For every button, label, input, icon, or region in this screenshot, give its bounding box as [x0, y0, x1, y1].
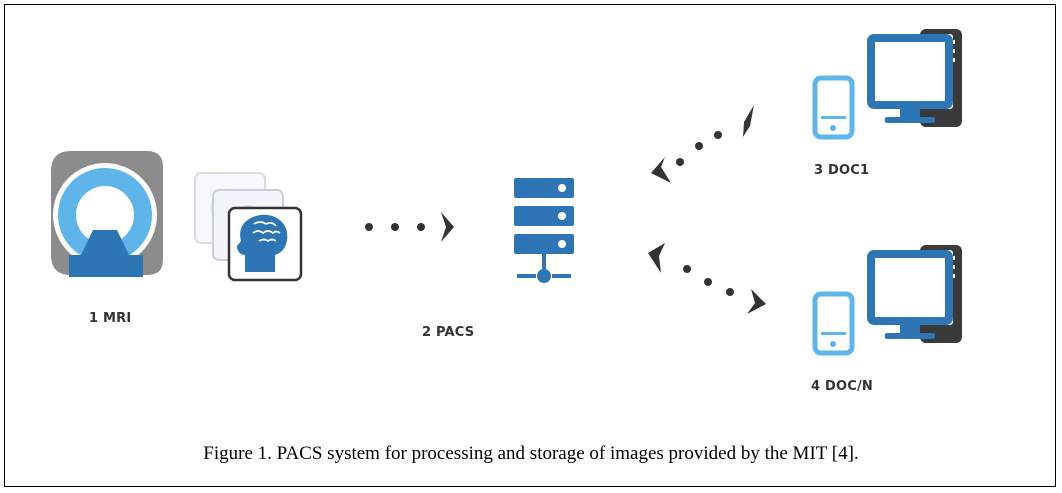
- computer-phone-icon: [812, 29, 962, 140]
- arrow-pacs-docn: [648, 243, 766, 314]
- figure-frame: 1 MRI 2 PACS 3 DOC1 4 DOC/N Figure 1. PA…: [4, 4, 1056, 487]
- doc1-label: 3 DOC1: [814, 163, 870, 178]
- mri-scanner-icon: [51, 151, 163, 277]
- docn-label: 4 DOC/N: [811, 379, 873, 394]
- figure-caption: Figure 1. PACS system for processing and…: [203, 443, 859, 464]
- brain-image-stack-icon: [194, 172, 303, 282]
- server-icon: [514, 178, 574, 283]
- arrow-mri-to-pacs: [365, 212, 454, 242]
- pacs-diagram: [51, 29, 962, 356]
- pacs-label: 2 PACS: [422, 325, 475, 340]
- computer-phone-icon: [812, 245, 962, 356]
- arrow-pacs-doc1: [651, 105, 754, 183]
- mri-label: 1 MRI: [89, 311, 132, 326]
